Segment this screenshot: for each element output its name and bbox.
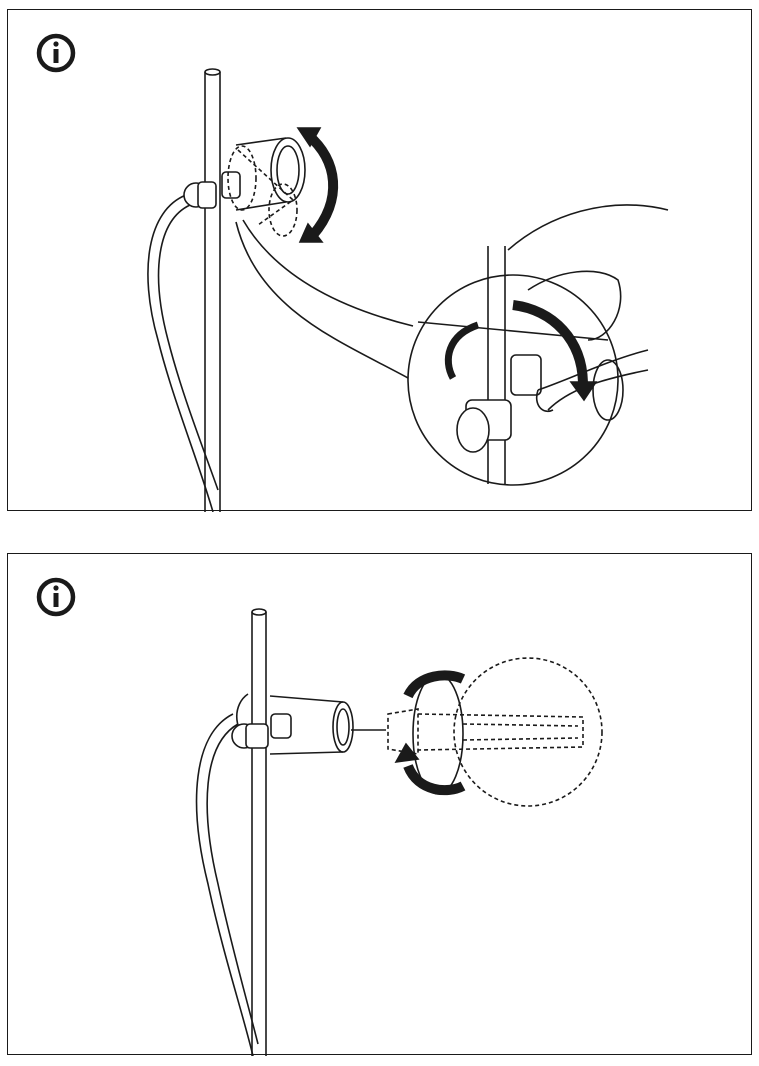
lamp-pole bbox=[204, 68, 221, 512]
instruction-panel-1 bbox=[7, 9, 752, 512]
hand bbox=[507, 204, 669, 412]
detail-callout bbox=[407, 274, 619, 486]
light-bulb bbox=[387, 657, 603, 807]
callout-line bbox=[235, 221, 409, 379]
rotate-arrow-icon bbox=[512, 300, 588, 386]
lamp-cord bbox=[147, 194, 214, 512]
screw-arrow-top-icon bbox=[403, 670, 466, 699]
screw-arrow-bottom-icon bbox=[403, 763, 466, 796]
lamp-cord bbox=[195, 713, 254, 1056]
rotate-back-arrow-icon bbox=[444, 321, 480, 380]
info-icon bbox=[36, 577, 76, 617]
bulb-install-illustration bbox=[36, 577, 603, 1056]
lamp-pole bbox=[251, 608, 267, 1056]
detail-clamp bbox=[417, 246, 624, 484]
instruction-panel-2 bbox=[7, 553, 752, 1056]
lamp-head bbox=[183, 137, 306, 237]
info-icon bbox=[36, 33, 76, 73]
lamp-adjust-illustration bbox=[36, 33, 669, 512]
tilt-arrow-icon bbox=[304, 131, 338, 239]
lamp-head bbox=[231, 693, 354, 755]
